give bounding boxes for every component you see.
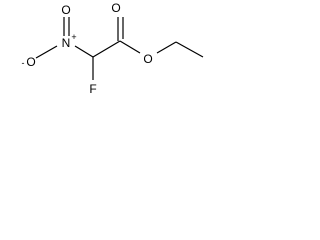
bond-ch2-ch3 [175,41,204,58]
bond-calpha-ccarbonyl [92,40,121,58]
atom-o-ester: O [143,52,152,66]
bond-o-n [35,45,58,59]
charge-minus: - [22,58,25,68]
atom-o-carbonyl: O [111,1,120,15]
structure-diagram: O O N + O - O F [22,1,204,96]
charge-plus: + [71,32,76,42]
atom-o-nitro-double: O [61,3,70,17]
bonds [35,17,204,80]
atom-labels: O O N + O - O F [22,1,153,96]
bond-oester-ch2 [156,41,177,54]
bond-n-calpha [74,45,94,58]
atom-n-nitro: N [62,36,71,50]
atom-o-nitro-minus: O [26,55,35,69]
bond-c-oester [119,40,141,54]
atom-f: F [89,82,96,96]
